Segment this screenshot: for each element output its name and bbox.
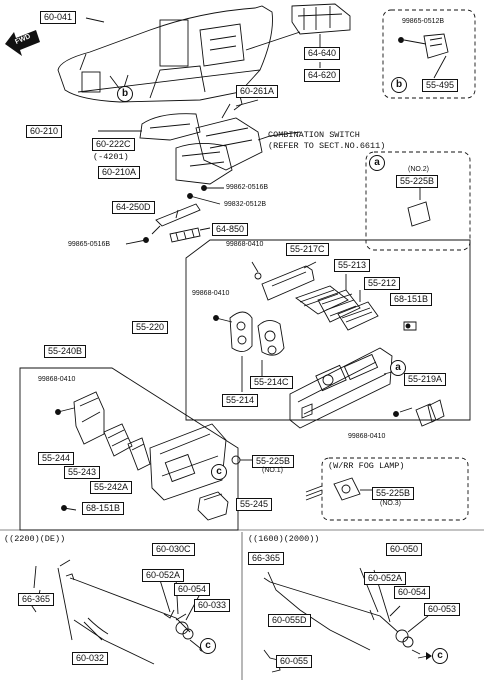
part-55-214c: 55-214C <box>250 376 293 389</box>
part-60-210a: 60-210A <box>98 166 141 179</box>
part-99862-0516b: 99862-0516B <box>226 184 269 191</box>
part-55-213: 55-213 <box>334 259 371 272</box>
part-55-214: 55-214 <box>222 394 259 407</box>
part-55-212: 55-212 <box>364 277 401 290</box>
part-60-054-left: 60-054 <box>174 583 211 596</box>
steering-column-cover <box>139 113 201 141</box>
ref-b-dashboard: b <box>117 86 133 102</box>
box-a-detail <box>365 151 471 251</box>
note-no2: (NO.2) <box>408 166 429 173</box>
switch-panel-frame <box>19 367 239 531</box>
note-combination-switch: COMBINATION SWITCH <box>268 130 360 140</box>
part-99868-0410-a: 99868-0410 <box>226 241 264 248</box>
part-60-052a-right: 60-052A <box>364 572 407 585</box>
note-no1: (NO.1) <box>262 467 283 474</box>
switch-bezel <box>149 423 227 501</box>
ref-a-panel: a <box>390 360 406 376</box>
lower-trim-strip <box>151 203 201 235</box>
part-64-640: 64-640 <box>304 47 341 60</box>
part-55-240b: 55-240B <box>44 345 87 358</box>
part-99868-0410-b: 99868-0410 <box>192 290 230 297</box>
ref-c-panel: c <box>211 464 227 480</box>
part-60-033: 60-033 <box>194 599 231 612</box>
part-60-055d: 60-055D <box>268 614 311 627</box>
part-60-041: 60-041 <box>40 11 77 24</box>
part-60-222c: 60-222C <box>92 138 135 151</box>
section-right-title: ((1600)(2000)) <box>248 534 320 544</box>
part-99865-0516b: 99865-0516B <box>68 241 111 248</box>
part-55-225b-c: 55-225B <box>372 487 415 500</box>
heater-panel-face <box>289 347 393 429</box>
control-knobs <box>229 311 253 352</box>
cover-clip <box>169 227 201 243</box>
fog-lamp-box <box>321 457 469 521</box>
part-55-219a: 55-219A <box>404 373 447 386</box>
part-66-365-right: 66-365 <box>248 552 285 565</box>
part-68-151b-b: 68-151B <box>82 502 125 515</box>
part-68-151b-a: 68-151B <box>390 293 433 306</box>
part-55-242a: 55-242A <box>90 481 133 494</box>
part-60-054-right: 60-054 <box>394 586 431 599</box>
combination-switch <box>195 117 263 171</box>
part-55-217c: 55-217C <box>286 243 329 256</box>
part-60-032: 60-032 <box>72 652 109 665</box>
switch-housing <box>73 391 105 445</box>
part-55-225b-a: 55-225B <box>396 175 439 188</box>
part-66-365-left: 66-365 <box>18 593 55 606</box>
part-55-245: 55-245 <box>236 498 273 511</box>
part-60-052a-left: 60-052A <box>142 569 185 582</box>
panel-group-frame <box>185 239 471 421</box>
part-60-030c: 60-030C <box>152 543 195 556</box>
choke-cable-right <box>269 581 399 633</box>
dashboard-outline <box>57 5 273 103</box>
part-55-225b-b: 55-225B <box>252 455 295 468</box>
fwd-arrow <box>5 30 40 56</box>
part-99868-0410-c: 99868-0410 <box>348 433 386 440</box>
box-b-detail <box>382 9 476 99</box>
choke-cable-left <box>75 579 191 633</box>
part-55-243: 55-243 <box>64 466 101 479</box>
note-no3: (NO.3) <box>380 500 401 507</box>
part-55-495: 55-495 <box>422 79 459 92</box>
heater-control-panel <box>291 3 351 35</box>
part-60-055: 60-055 <box>276 655 313 668</box>
part-64-850: 64-850 <box>212 223 249 236</box>
part-99865-0512b-top: 99865-0512B <box>402 18 445 25</box>
part-64-620: 64-620 <box>304 69 341 82</box>
part-60-050: 60-050 <box>386 543 423 556</box>
part-60-053: 60-053 <box>424 603 461 616</box>
ref-a-box: a <box>369 155 385 171</box>
part-99868-0410-d: 99868-0410 <box>38 376 76 383</box>
ref-c-left: c <box>200 638 216 654</box>
part-60-261a: 60-261A <box>236 85 279 98</box>
section-left-title: ((2200)(DE)) <box>4 534 66 544</box>
part-99832-0512b: 99832-0512B <box>224 201 267 208</box>
note-refer-sect: (REFER TO SECT.NO.6611) <box>268 141 386 151</box>
ref-c-right: c <box>432 648 448 664</box>
part-64-250d: 64-250D <box>112 201 155 214</box>
part-55-220: 55-220 <box>132 321 169 334</box>
part-60-210: 60-210 <box>26 125 63 138</box>
part-55-244: 55-244 <box>38 452 75 465</box>
note-minus-4201: (-4201) <box>93 152 129 162</box>
note-fog-lamp: (W/RR FOG LAMP) <box>328 461 405 471</box>
switch-55-245 <box>197 491 229 521</box>
ref-b-box: b <box>391 77 407 93</box>
